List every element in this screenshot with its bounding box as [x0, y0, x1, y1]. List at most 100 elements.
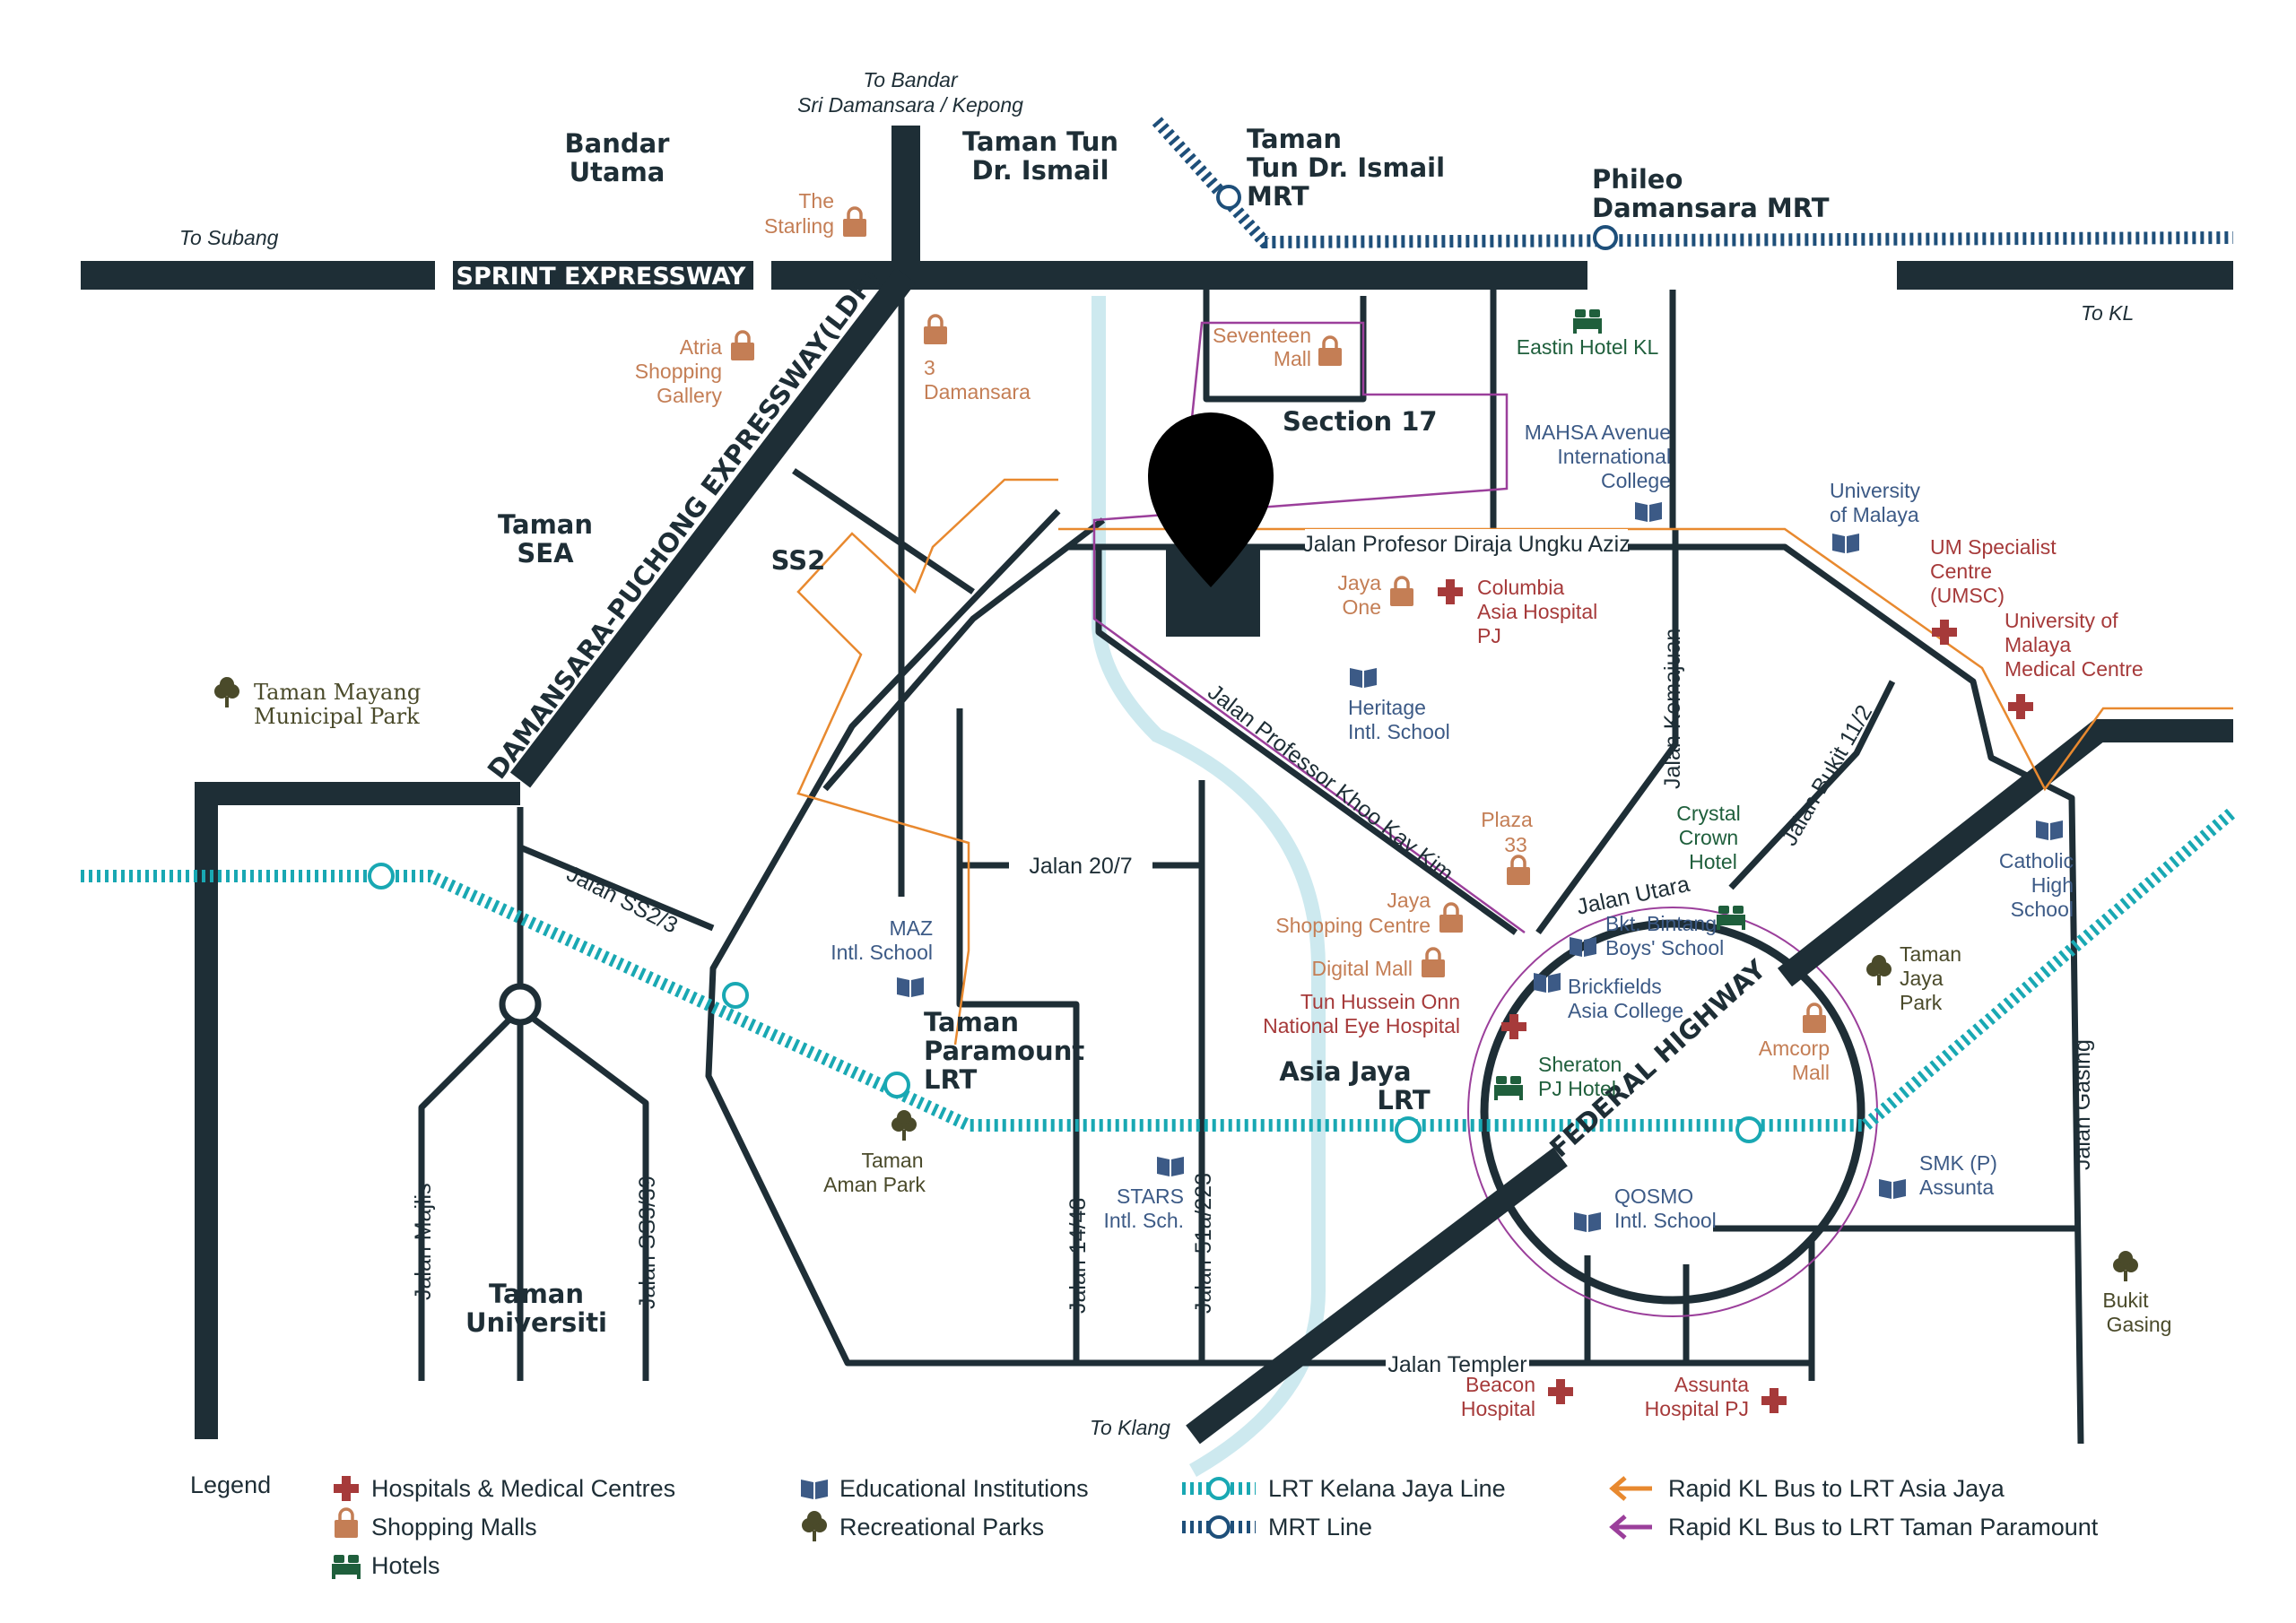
hotel-crystal-1: Crystal: [1676, 802, 1741, 825]
road-jalan-20-7: Jalan 20/7: [1029, 854, 1132, 879]
edu-catholic-3: School: [2011, 898, 2074, 921]
edu-catholic-1: Catholic: [1999, 849, 2074, 872]
sprint-label-right: SPRINT EXPRESSWAY: [1600, 263, 1890, 291]
mall-jaya-one-1: Jaya: [1337, 571, 1381, 595]
templer-label-bg: [1386, 1349, 1529, 1377]
legend-bus-asia-jaya: Rapid KL Bus to LRT Asia Jaya: [1668, 1475, 2005, 1502]
hospital-assunta-2: Hospital PJ: [1645, 1397, 1749, 1420]
sprint-gap-right: [1587, 261, 1897, 290]
legend-mall-icon: [333, 1507, 360, 1540]
hospital-columbia-1: Columbia: [1477, 576, 1564, 599]
dir-to-bandar-2: Sri Damansara / Kepong: [797, 93, 1023, 117]
legend-hotels: Hotels: [371, 1552, 440, 1579]
area-asia-jaya-2: LRT: [1377, 1085, 1431, 1115]
edu-icon-smk: [1879, 1179, 1906, 1199]
legend-title: Legend: [190, 1471, 271, 1498]
mall-icon-plaza33: [1505, 855, 1532, 887]
legend-malls: Shopping Malls: [371, 1514, 537, 1541]
area-phileo-2: Damansara MRT: [1592, 193, 1830, 223]
legend-bus-purple-arrow: [1609, 1515, 1627, 1540]
edu-icon-catholic: [2036, 820, 2063, 840]
legend-hospitals: Hospitals & Medical Centres: [371, 1475, 675, 1502]
legend: Legend Hospitals & Medical Centres Shopp…: [190, 1471, 2099, 1579]
area-bandar-utama-2: Utama: [570, 157, 665, 187]
hospital-icon-beacon: [1548, 1379, 1573, 1404]
edu-icon-heritage: [1350, 668, 1377, 688]
park-gasing-2: Gasing: [2107, 1313, 2172, 1336]
mall-seventeen-2: Mall: [1274, 347, 1311, 370]
ring-road: [1480, 919, 1866, 1305]
edu-qosmo-1: QOSMO: [1614, 1185, 1693, 1208]
road-kemajuan: Jalan Kemajuan: [1660, 629, 1685, 789]
sprint-gap-left: [435, 261, 453, 290]
sprint-label-left: SPRINT EXPRESSWAY: [457, 263, 746, 291]
hotel-sheraton-2: PJ Hotel: [1538, 1077, 1616, 1100]
area-taman-universiti-2: Universiti: [465, 1307, 607, 1338]
hospital-umsc-1: UM Specialist: [1930, 535, 2057, 559]
area-ttdi-2: Dr. Ismail: [971, 155, 1109, 186]
park-icon-jaya: [1866, 955, 1892, 985]
road-ss2-3: Jalan SS2/3: [562, 861, 682, 938]
legend-edu-icon: [801, 1480, 828, 1499]
dir-to-kl: To KL: [2081, 301, 2134, 325]
area-taman-sea-2: SEA: [517, 538, 574, 568]
ring-bus-route: [1467, 907, 1878, 1317]
mall-plaza33-2: 33: [1504, 833, 1527, 856]
mall-starling-1: The: [798, 189, 834, 213]
road-14-48: Jalan 14/48: [1065, 1198, 1091, 1314]
mall-icon-atria: [729, 330, 756, 362]
road-51a-223: Jalan 51a/223: [1191, 1173, 1216, 1314]
edu-icon-mahsa: [1635, 502, 1662, 522]
road-bukit: Jalan Bukit 11/2: [1777, 701, 1877, 850]
road-majlis: Jalan Majlis: [411, 1183, 436, 1300]
hospital-ummc-2: Malaya: [2005, 633, 2071, 656]
edu-stars-2: Intl. Sch.: [1104, 1209, 1184, 1232]
dir-to-klang: To Klang: [1090, 1416, 1170, 1439]
hospital-beacon-1: Beacon: [1465, 1373, 1535, 1396]
legend-education: Educational Institutions: [839, 1475, 1089, 1502]
bus-route-asia-jaya: [796, 478, 1058, 1046]
mall-atria-2: Shopping: [635, 360, 722, 383]
park-jaya-1: Taman: [1900, 942, 1961, 966]
park-icon-aman: [891, 1110, 917, 1141]
area-taman-paramount-3: LRT: [924, 1064, 978, 1095]
legend-park-icon: [802, 1511, 827, 1541]
hospital-icon-assunta: [1761, 1388, 1787, 1413]
edu-mahsa-1: MAHSA Avenue: [1525, 421, 1671, 444]
mall-jaya-sc-2: Shopping Centre: [1275, 914, 1431, 937]
park-jaya-3: Park: [1900, 991, 1943, 1014]
hospital-beacon-2: Hospital: [1461, 1397, 1535, 1420]
area-ttdi-mrt-2: Tun Dr. Ismail: [1247, 152, 1445, 183]
hospital-ummc-3: Medical Centre: [2005, 657, 2144, 681]
mall-icon-starling: [841, 206, 868, 239]
mall-amcorp-2: Mall: [1792, 1061, 1830, 1084]
area-ttdi-mrt-1: Taman: [1247, 124, 1342, 154]
hotel-sheraton-1: Sheraton: [1538, 1053, 1622, 1076]
hospital-icon-umsc: [1932, 620, 1957, 645]
area-asia-jaya-1: Asia Jaya: [1279, 1056, 1411, 1087]
edu-icon-stars: [1157, 1157, 1184, 1176]
park-jaya-2: Jaya: [1900, 967, 1944, 990]
hospital-eye-1: Tun Hussein Onn: [1300, 990, 1460, 1013]
edu-icon-qosmo: [1574, 1212, 1601, 1232]
edu-brickfields-1: Brickfields: [1568, 975, 1662, 998]
road-ss3-39: Jalan SS3/39: [635, 1176, 660, 1309]
hospital-icon-columbia: [1438, 579, 1463, 604]
dir-to-subang: To Subang: [179, 226, 279, 249]
park-icon-gasing: [2113, 1251, 2138, 1281]
mall-icon-jaya-sc: [1438, 902, 1465, 934]
ungku-aziz-label-bg: [1305, 529, 1628, 558]
edu-qosmo-2: Intl. School: [1614, 1209, 1717, 1232]
mall-jaya-sc-1: Jaya: [1387, 889, 1431, 912]
mall-icon-seventeen: [1317, 335, 1344, 368]
area-taman-sea-1: Taman: [498, 509, 593, 540]
hospital-columbia-2: Asia Hospital: [1477, 600, 1597, 623]
hospital-ummc-1: University of: [2005, 609, 2118, 632]
edu-heritage-1: Heritage: [1348, 696, 1426, 719]
hospital-umsc-2: Centre: [1930, 560, 1992, 583]
mrt-line: [1152, 117, 2234, 249]
legend-bus-orange-arrow: [1609, 1476, 1627, 1501]
legend-hospital-icon: [334, 1476, 359, 1501]
edu-smk-1: SMK (P): [1919, 1151, 1997, 1175]
